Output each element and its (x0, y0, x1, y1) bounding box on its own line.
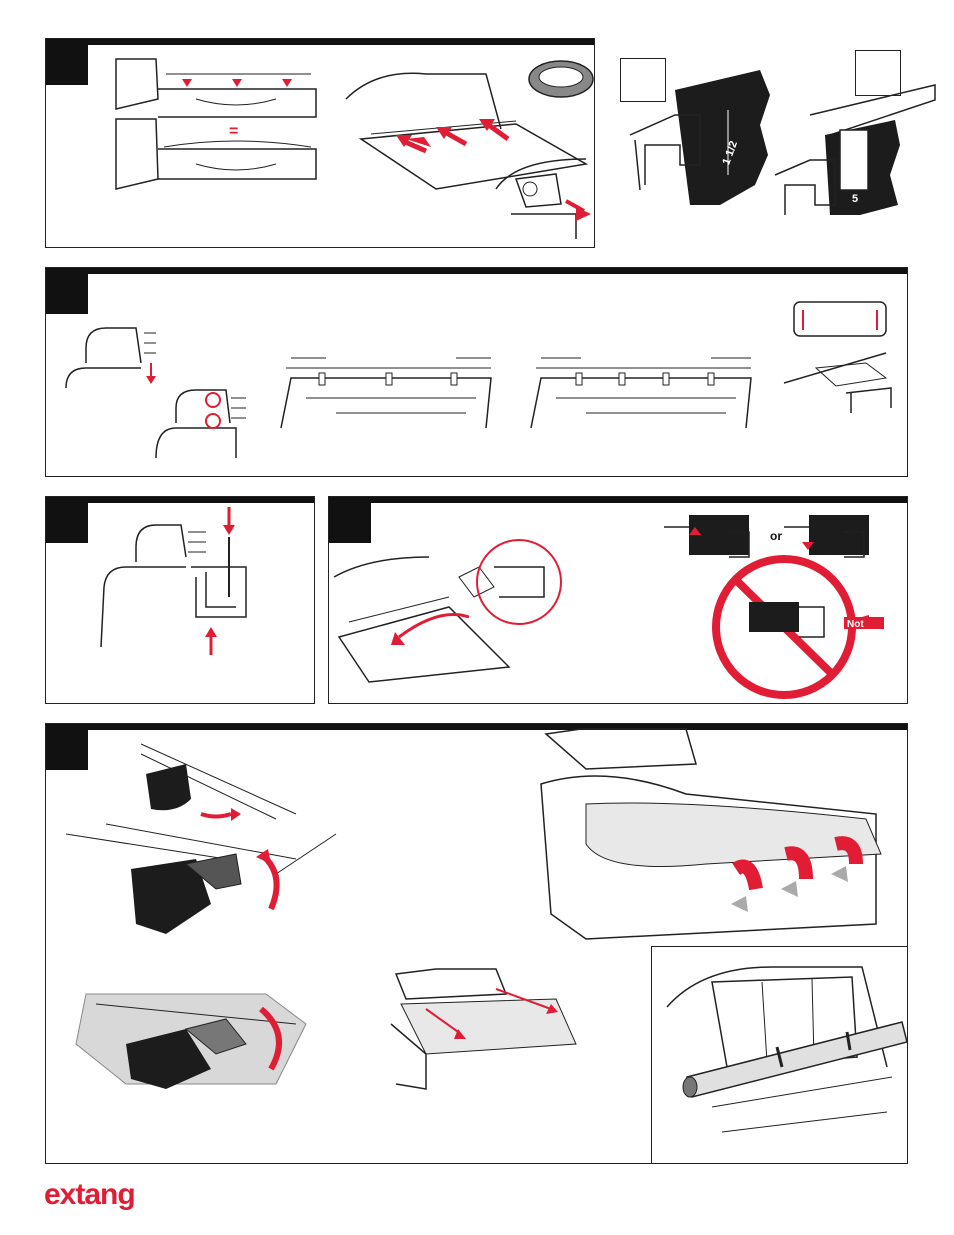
detail-a-drawing (620, 55, 780, 225)
step-1-tailgate-top-figure (116, 59, 316, 117)
rolled-tarp-panel (651, 946, 908, 1164)
tighten-rail-figure (334, 540, 561, 682)
detail-a-figure: 1 1/2 (620, 55, 780, 225)
step-2-illustration (46, 268, 909, 478)
step-3-clamp-illustration (46, 497, 316, 705)
truck-tarp-roll-figure (541, 729, 881, 939)
truck-tarp-stretch-figure (391, 969, 576, 1089)
step-1-tailgate-bottom-figure (116, 119, 316, 189)
rail-clamp-figure-lower (156, 390, 246, 458)
correct-position-figures (664, 515, 869, 557)
step-4-panel: or Not (328, 496, 908, 704)
or-label: or (770, 529, 782, 543)
label-tag-figure (784, 302, 891, 413)
detail-b-figure: 5 (770, 45, 940, 225)
step-1-panel: = (45, 38, 595, 248)
detail-b-dimension: 5 (852, 193, 858, 205)
rail-clamp-figure-upper (66, 328, 156, 388)
equal-sign: = (229, 123, 238, 141)
bed-rail-4-clamp-figure (531, 358, 751, 428)
step-1-illustration (46, 39, 596, 249)
step-2-panel (45, 267, 908, 477)
not-label: Not (847, 619, 864, 630)
rolled-tarp-illustration (652, 947, 909, 1165)
tarp-corner-figure-middle (66, 824, 336, 934)
step-4-illustration (329, 497, 909, 705)
tarp-corner-figure-top (141, 744, 296, 821)
step-1-seal-roll-figure (529, 61, 593, 97)
tarp-corner-grey-figure (76, 994, 306, 1089)
extang-logo: extang (44, 1178, 135, 1212)
bed-rail-3-clamp-figure (281, 358, 491, 428)
step-3-panel (45, 496, 315, 704)
